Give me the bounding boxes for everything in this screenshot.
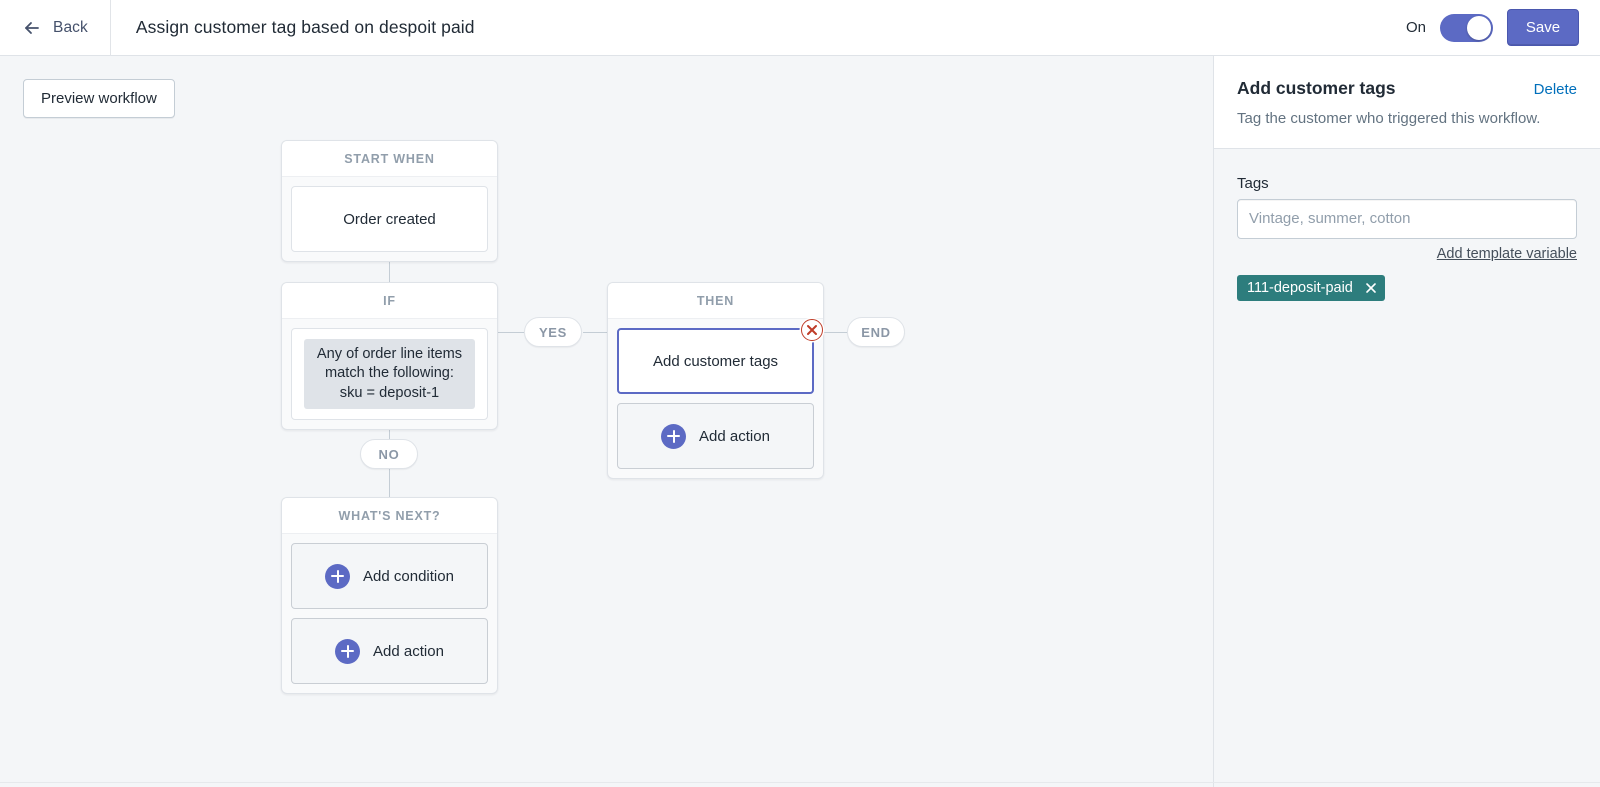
close-icon[interactable] (1365, 282, 1377, 294)
whats-next-body: Add condition Add action (282, 534, 497, 693)
add-template-variable-link[interactable]: Add template variable (1436, 245, 1577, 262)
connector-yes-to-then (583, 332, 607, 333)
condition-item[interactable]: Any of order line items match the follow… (291, 328, 488, 421)
arrow-left-icon (22, 18, 42, 38)
toggle-knob (1467, 15, 1491, 40)
page-title: Assign customer tag based on despoit pai… (135, 17, 475, 37)
tags-field-label: Tags (1237, 174, 1269, 192)
action-settings-panel: Add customer tags Delete Tag the custome… (1213, 56, 1600, 787)
close-circle-icon[interactable] (801, 319, 823, 341)
plus-icon (661, 423, 687, 449)
footer-rule (0, 782, 1600, 783)
add-action-button[interactable]: Add action (291, 618, 488, 684)
panel-body: Tags Add template variable 111-deposit-p… (1214, 149, 1600, 301)
then-node-body: Add customer tags Add action (608, 319, 823, 478)
header-divider (109, 0, 111, 56)
condition-node-body: Any of order line items match the follow… (282, 319, 497, 429)
top-bar: Back Assign customer tag based on despoi… (0, 0, 1600, 56)
panel-header-row: Add customer tags Delete (1237, 78, 1577, 99)
add-condition-row: Add condition (325, 563, 454, 589)
plus-icon (335, 638, 361, 664)
then-node[interactable]: THEN Add customer tags Add action (607, 282, 824, 479)
action-card-add-customer-tags[interactable]: Add customer tags (617, 319, 823, 394)
back-label: Back (53, 18, 88, 36)
then-node-heading: THEN (608, 283, 823, 319)
delete-action-link[interactable]: Delete (1533, 81, 1577, 98)
pill-no: NO (360, 439, 418, 469)
add-condition-button[interactable]: Add condition (291, 543, 488, 609)
connector-if-to-yes (498, 332, 524, 333)
back-button[interactable]: Back (0, 0, 110, 56)
trigger-item-label: Order created (343, 210, 436, 228)
pill-yes: YES (524, 317, 582, 347)
panel-title: Add customer tags (1237, 78, 1396, 98)
plus-icon (325, 563, 351, 589)
condition-node-heading: IF (282, 283, 497, 319)
tag-chip-label: 111-deposit-paid (1247, 279, 1353, 296)
add-action-label: Add action (373, 642, 444, 660)
pill-end: END (847, 317, 905, 347)
tag-chip-list: 111-deposit-paid (1237, 274, 1577, 301)
then-add-action-row: Add action (661, 423, 770, 449)
connector-no-to-next (389, 469, 390, 497)
connector-trigger-to-if (389, 255, 390, 282)
trigger-node[interactable]: START WHEN Order created (281, 140, 498, 262)
then-add-action-label: Add action (699, 427, 770, 445)
whats-next-heading: WHAT'S NEXT? (282, 498, 497, 534)
panel-description: Tag the customer who triggered this work… (1237, 110, 1541, 127)
workflow-canvas[interactable]: Preview workflow START WHEN Order create… (0, 56, 1213, 787)
workflow-enabled-toggle[interactable] (1440, 13, 1493, 42)
condition-node[interactable]: IF Any of order line items match the fol… (281, 282, 498, 431)
trigger-node-heading: START WHEN (282, 141, 497, 177)
connector-then-to-end (823, 332, 847, 333)
then-add-action-button[interactable]: Add action (617, 403, 814, 469)
tags-input[interactable] (1237, 198, 1577, 239)
header-actions: On Save (1406, 9, 1600, 46)
panel-header: Add customer tags Delete Tag the custome… (1214, 56, 1600, 149)
workflow-status-label: On (1405, 19, 1426, 36)
tag-chip[interactable]: 111-deposit-paid (1237, 274, 1385, 301)
whats-next-node[interactable]: WHAT'S NEXT? Add condition Add action (281, 497, 498, 694)
add-condition-label: Add condition (363, 567, 454, 585)
trigger-item[interactable]: Order created (291, 186, 488, 252)
save-button[interactable]: Save (1507, 9, 1579, 46)
condition-item-label: Any of order line items match the follow… (304, 339, 475, 410)
action-card-label: Add customer tags (652, 352, 779, 370)
add-action-row: Add action (335, 638, 444, 664)
trigger-node-body: Order created (282, 177, 497, 261)
preview-workflow-button[interactable]: Preview workflow (23, 79, 175, 118)
